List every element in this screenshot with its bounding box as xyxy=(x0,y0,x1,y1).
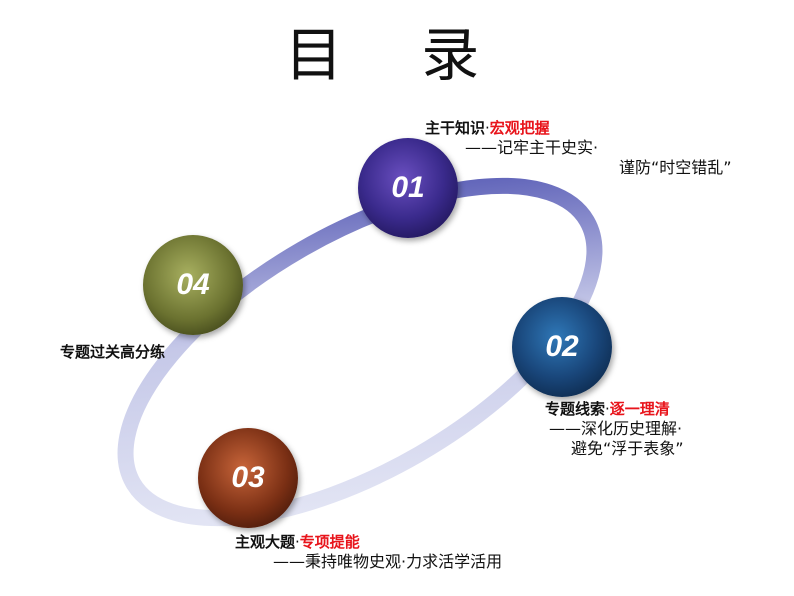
sep: · xyxy=(295,533,300,551)
line2: 谨防“时空错乱” xyxy=(619,158,732,177)
heading: 专题线索 xyxy=(545,400,606,418)
highlight: 逐一理清 xyxy=(609,400,670,418)
line1: ——秉持唯物史观·力求活学活用 xyxy=(273,552,503,571)
heading: 主观大题 xyxy=(235,533,296,551)
step-03-ball[interactable]: 03 xyxy=(198,428,298,528)
page-title: 目 录 xyxy=(284,21,510,89)
step-02-ball[interactable]: 02 xyxy=(512,297,612,397)
line1: ——记牢主干史实· xyxy=(465,138,599,157)
step-03-label: 主观大题·专项提能 ——秉持唯物史观·力求活学活用 xyxy=(235,532,502,572)
line2: 避免“浮于表象” xyxy=(571,439,684,458)
sep: · xyxy=(605,400,610,418)
step-04-ball[interactable]: 04 xyxy=(143,235,243,335)
heading: 专题过关高分练 xyxy=(60,343,166,361)
step-01-ball[interactable]: 01 xyxy=(358,138,458,238)
heading: 主干知识 xyxy=(425,119,486,137)
highlight: 宏观把握 xyxy=(489,119,550,137)
step-04-label: 专题过关高分练 xyxy=(60,342,165,362)
highlight: 专项提能 xyxy=(299,533,360,551)
step-02-label: 专题线索·逐一理清 ——深化历史理解· 避免“浮于表象” xyxy=(545,399,684,459)
line1: ——深化历史理解· xyxy=(549,419,683,438)
sep: · xyxy=(485,119,490,137)
step-01-label: 主干知识·宏观把握 ——记牢主干史实· 谨防“时空错乱” xyxy=(425,118,732,178)
